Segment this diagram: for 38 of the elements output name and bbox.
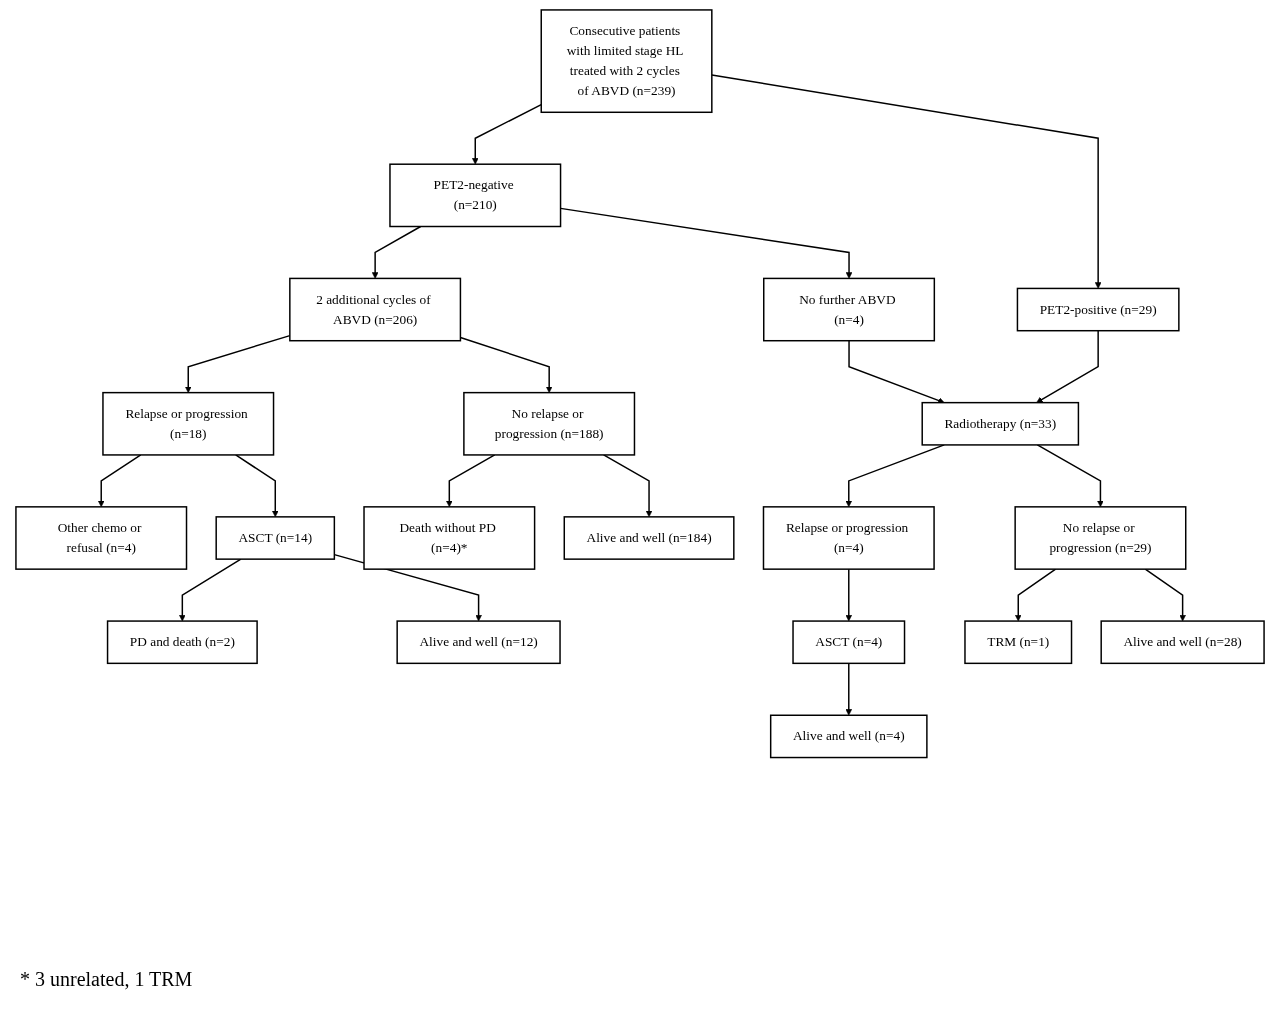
- arrow: [1015, 568, 1057, 622]
- node-box: No relapse or progression (n=29): [1014, 506, 1187, 570]
- arrow: [845, 568, 853, 622]
- arrow: [446, 454, 496, 508]
- footnote: * 3 unrelated, 1 TRM: [20, 968, 194, 991]
- node-box: ASCT (n=4): [792, 620, 906, 665]
- arrow: [848, 340, 945, 404]
- node-box: Death without PD (n=4)*: [363, 506, 536, 570]
- node-box: No relapse or progression (n=188): [463, 391, 636, 456]
- node-box: TRM (n=1): [964, 620, 1073, 665]
- node-box: PET2-negative (n=210): [389, 163, 562, 228]
- node-box: ASCT (n=14): [215, 516, 336, 560]
- arrow: [234, 454, 279, 518]
- node-box: Other chemo or refusal (n=4): [15, 506, 188, 570]
- node-box: PD and death (n=2): [106, 620, 258, 665]
- node-box: Radiotherapy (n=33): [921, 401, 1080, 446]
- arrow: [1144, 568, 1186, 622]
- node-box: Relapse or progression (n=4): [762, 506, 935, 570]
- arrow: [97, 454, 142, 508]
- node-box: PET2-positive (n=29): [1016, 287, 1180, 332]
- node-box: 2 additional cycles of ABVD (n=206): [289, 277, 462, 342]
- arrow: [1036, 444, 1104, 508]
- arrow: [1036, 329, 1099, 403]
- arrow: [845, 444, 945, 508]
- node-box: Alive and well (n=28): [1100, 620, 1265, 665]
- arrow: [459, 336, 553, 393]
- node-box: Consecutive patients with limited stage HL treated with 2 cycles of ABVD (n=239): [540, 9, 713, 113]
- arrow: [711, 74, 1102, 289]
- node-box: No further ABVD (n=4): [763, 277, 936, 342]
- node-box: Alive and well (n=184): [563, 516, 735, 560]
- arrow: [371, 225, 422, 279]
- node-box: Relapse or progression (n=18): [102, 391, 275, 456]
- arrow: [179, 558, 242, 622]
- arrow: [845, 662, 853, 716]
- node-box: Alive and well (n=4): [769, 714, 928, 759]
- node-box: Alive and well (n=12): [396, 620, 561, 665]
- arrow: [602, 454, 653, 518]
- arrow: [472, 103, 542, 165]
